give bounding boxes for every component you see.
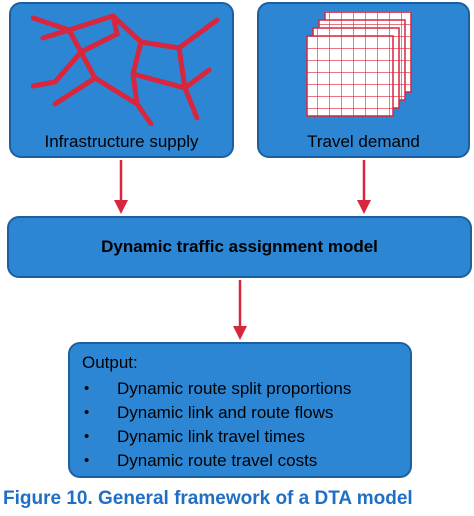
output-item-text: Dynamic route travel costs (117, 451, 318, 470)
output-box: Output: • Dynamic route split proportions… (68, 342, 412, 478)
list-item: • Dynamic route split proportions (70, 377, 351, 401)
output-item-text: Dynamic link travel times (117, 427, 305, 446)
bullet-icon: • (84, 404, 90, 421)
bullet-icon: • (84, 452, 90, 469)
dta-model-box: Dynamic traffic assignment model (7, 216, 472, 278)
output-item-text: Dynamic link and route flows (117, 403, 334, 422)
list-item: • Dynamic route travel costs (70, 449, 351, 473)
bullet-icon: • (84, 380, 90, 397)
output-list: • Dynamic route split proportions • Dynami… (70, 377, 351, 473)
dta-model-label: Dynamic traffic assignment model (101, 237, 378, 256)
output-title: Output: (82, 353, 138, 372)
arrow-demand-to-model (357, 160, 371, 214)
travel-demand-box: Travel demand (257, 2, 470, 158)
figure-caption: Figure 10. General framework of a DTA mo… (3, 488, 413, 509)
list-item: • Dynamic link travel times (70, 425, 351, 449)
infrastructure-supply-box: Infrastructure supply (9, 2, 234, 158)
bullet-icon: • (84, 428, 90, 445)
od-matrix-stack-icon (306, 12, 412, 117)
list-item: • Dynamic link and route flows (70, 401, 351, 425)
travel-demand-label: Travel demand (307, 132, 420, 151)
infrastructure-supply-label: Infrastructure supply (44, 132, 199, 151)
road-network-icon (31, 13, 220, 126)
output-item-text: Dynamic route split proportions (117, 379, 352, 398)
arrow-model-to-output (233, 280, 247, 340)
arrow-infra-to-model (114, 160, 128, 214)
